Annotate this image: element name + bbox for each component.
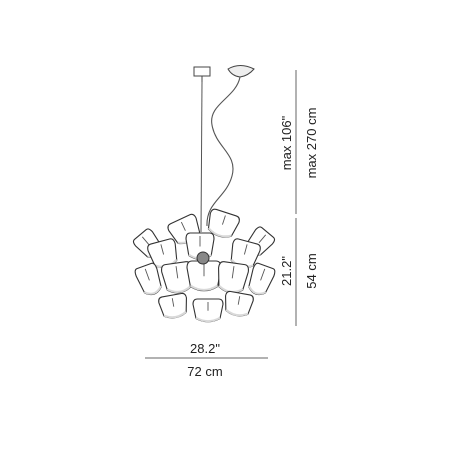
lamp-shade-cluster — [132, 208, 276, 323]
lamp-leaf-shade — [248, 285, 267, 295]
body-height-cm-label: 54 cm — [304, 253, 319, 288]
lamp-leaf-shade — [195, 316, 221, 323]
width-inches-label: 28.2" — [190, 341, 220, 356]
ceiling-canopy — [193, 66, 211, 82]
power-cord — [206, 76, 241, 227]
ceiling-rose — [227, 65, 255, 78]
lamp-leaf-shade — [189, 284, 219, 291]
width-cm-label: 72 cm — [187, 364, 222, 379]
lamp-leaf-shade — [163, 310, 187, 319]
lamp-leaf-stem — [231, 266, 235, 279]
lamp-hub — [196, 251, 210, 265]
lamp-leaf-shade — [225, 308, 249, 317]
max-height-inches-label: max 106" — [279, 115, 294, 170]
lamp-leaf-stem — [171, 298, 175, 307]
lamp-leaf-stem — [160, 244, 165, 255]
body-height-inches-label: 21.2" — [279, 256, 294, 286]
lamp-leaf-shade — [143, 285, 162, 295]
lamp-leaf-stem — [222, 215, 226, 225]
lamp-leaf-stem — [260, 268, 266, 281]
body-height-dimension: 21.2" 54 cm — [279, 218, 319, 326]
width-dimension: 28.2" 72 cm — [145, 341, 268, 379]
lamp-leaf-stem — [243, 244, 248, 255]
lamp-leaf-shade — [166, 285, 192, 293]
lamp-leaf-stem — [258, 234, 267, 244]
lamp-leaf-shade — [207, 227, 232, 238]
lamp-leaf-stem — [237, 296, 241, 305]
suspension-cable — [200, 81, 203, 233]
max-height-dimension: max 106" max 270 cm — [279, 70, 319, 214]
lamp-leaf-stem — [180, 221, 186, 231]
lamp-leaf-stem — [144, 268, 150, 281]
lamp-leaf-stem — [141, 236, 150, 246]
max-height-cm-label: max 270 cm — [304, 108, 319, 179]
lamp-leaf-stem — [175, 266, 179, 279]
